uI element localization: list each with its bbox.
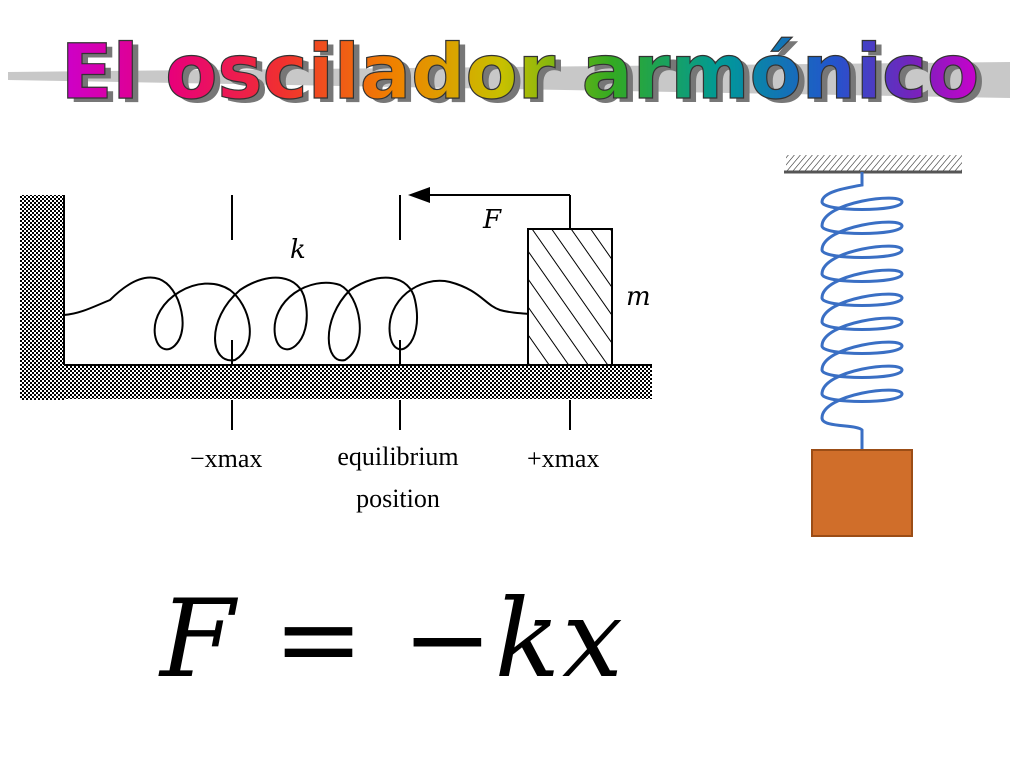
title-graphic: El oscilador armónico El oscilador armón… [8, 26, 1010, 120]
mass-label: m [626, 282, 651, 312]
force-label: F [482, 205, 502, 235]
title-shadow [8, 62, 1010, 98]
floor [20, 365, 652, 399]
hanging-spring-diagram [784, 155, 962, 537]
page-title: El oscilador armónico [61, 27, 979, 116]
equilibrium-label-line1: equilibrium [337, 442, 458, 471]
neg-xmax-label: −xmax [190, 444, 262, 473]
force-arrowhead [408, 187, 430, 203]
ceiling [786, 155, 962, 171]
spring-constant-label: k [290, 235, 306, 265]
mass-block [527, 228, 613, 366]
equilibrium-label-line2: position [356, 484, 440, 513]
pos-xmax-label: +xmax [527, 444, 599, 473]
spring [63, 276, 529, 362]
title-shadow-text: El oscilador armónico [67, 31, 985, 120]
hanging-block [811, 449, 913, 537]
hanging-spring [820, 172, 904, 450]
hookes-law-formula: F = −kx [160, 577, 625, 702]
horizontal-oscillator-diagram: F k m −xmax equilibrium position +xmax [20, 187, 652, 513]
hanging-spring-coil [820, 172, 904, 450]
title-banner: El oscilador armónico El oscilador armón… [0, 0, 1024, 120]
